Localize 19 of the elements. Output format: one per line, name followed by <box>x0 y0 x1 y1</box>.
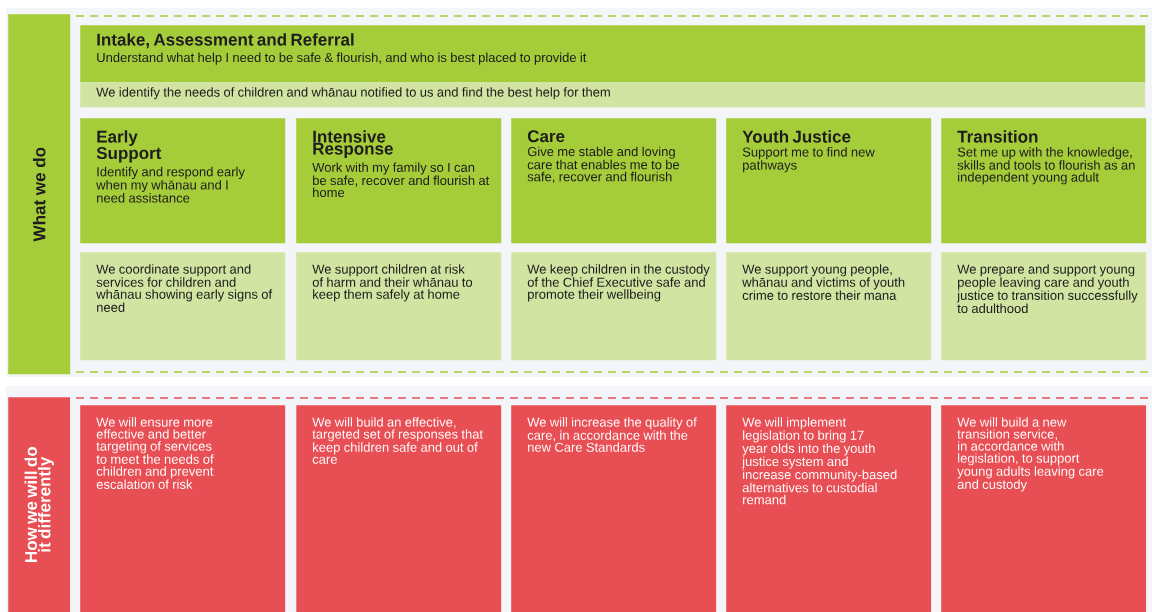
action-card: We will implement legislation to bring 17 year olds into the youth justice system and increase community-based alternatives to custodial remand <box>726 405 932 612</box>
service-card: Early Support Identify and respond early when my whānau and I need assistance <box>80 118 286 244</box>
service-card: Care Give me stable and loving care that enables me to be safe, recover and flourish <box>511 118 717 244</box>
heading-band: Intake, Assessment and Referral Understand what help I need to be safe & flourish, and who is best placed to provide it <box>80 25 1146 83</box>
action-card: We will increase the quality of care, in accordance with the new Care Standards <box>511 405 717 612</box>
description-card: We support children at risk of harm and their whānau to keep them safely at home <box>296 252 502 361</box>
service-card: Transition Set me up with the knowledge, skills and tools to flourish as an independent young adult <box>941 118 1147 244</box>
service-card: Youth Justice Support me to find new pathways <box>726 118 932 244</box>
action-card: We will build a new transition service, in accordance with legislation, to support young adults leaving care and custody <box>941 405 1147 612</box>
action-card: We will ensure more effective and better targeting of services to meet the needs of children and prevent escalation of risk <box>80 405 286 612</box>
action-card: We will build an effective, targeted set of responses that keep children safe and out of care <box>296 405 502 612</box>
service-card: Intensive Response Work with my family so I can be safe, recover and flourish at home <box>296 118 502 244</box>
description-card: We prepare and support young people leaving care and youth justice to transition successfully to adulthood <box>941 252 1147 361</box>
description-card: We support young people, whānau and victims of youth crime to restore their mana <box>726 252 932 361</box>
side-band: How we will do it differently <box>8 397 71 612</box>
info-band: We identify the needs of children and whānau notified to us and find the best help for them <box>80 82 1146 108</box>
description-card: We keep children in the custody of the Chief Executive safe and promote their wellbeing <box>511 252 717 361</box>
description-card: We coordinate support and services for children and whānau showing early signs of need <box>80 252 286 361</box>
side-band: What we do <box>8 14 71 375</box>
